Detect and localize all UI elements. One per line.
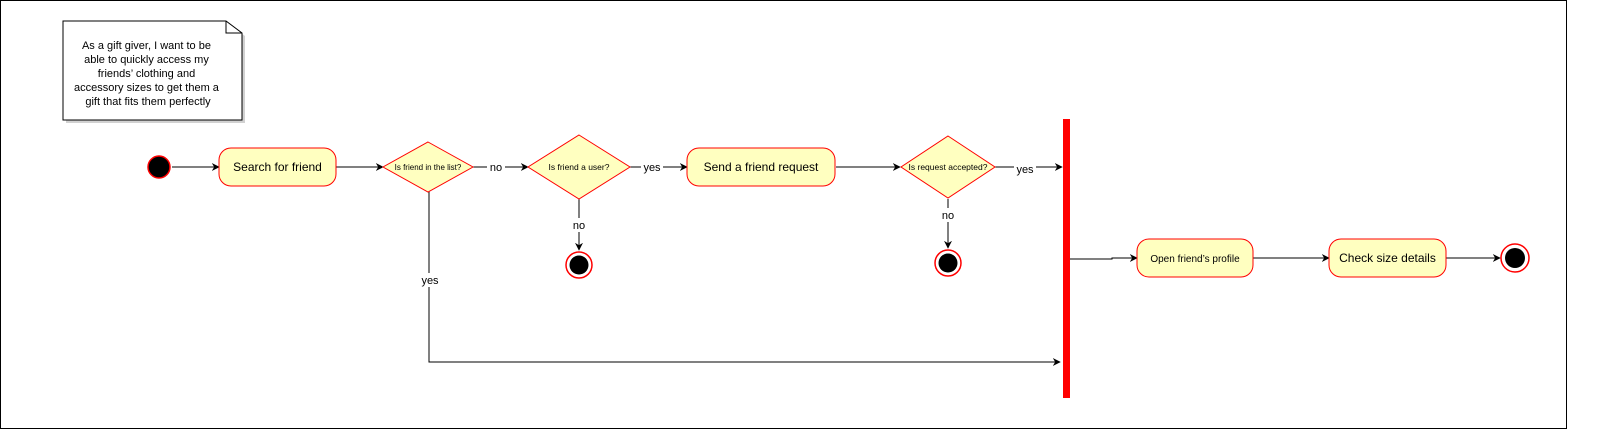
action-search-for-friend: Search for friend	[218, 147, 337, 187]
is-user-label: Is friend a user?	[549, 162, 610, 172]
edge-labels: no yes yes no yes no	[419, 160, 1036, 287]
join-bar	[1063, 119, 1070, 398]
send-request-label: Send a friend request	[704, 160, 819, 174]
note-line-1: As a gift giver, I want to be	[82, 40, 211, 52]
action-open-friends-profile: Open friend’s profile	[1136, 238, 1254, 278]
note-line-5: gift that fits them perfectly	[85, 96, 211, 108]
action-check-size-details: Check size details	[1328, 238, 1447, 278]
in-list-label: Is friend in the list?	[395, 163, 462, 172]
diagram-frame	[0, 0, 1567, 429]
label-accepted-no: no	[942, 210, 954, 222]
final-node-request-declined	[934, 249, 962, 277]
note-line-2: able to quickly access my	[84, 54, 209, 66]
search-label: Search for friend	[233, 160, 322, 174]
decision-is-request-accepted: Is request accepted?	[900, 135, 996, 199]
open-profile-label: Open friend’s profile	[1150, 254, 1240, 265]
note-line-3: friends’ clothing and	[98, 68, 195, 80]
label-in-list-no: no	[490, 162, 502, 174]
initial-node	[147, 155, 171, 179]
decision-is-friend-a-user: Is friend a user?	[527, 134, 631, 200]
edge-in-list-yes	[428, 190, 1061, 366]
final-node-not-a-user	[565, 251, 593, 279]
label-is-user-no: no	[573, 220, 585, 232]
check-size-label: Check size details	[1339, 251, 1436, 265]
decision-is-friend-in-list: Is friend in the list?	[381, 141, 475, 193]
final-node-end	[1500, 243, 1530, 273]
note-line-4: accessory sizes to get them a	[74, 82, 220, 94]
label-accepted-yes: yes	[1016, 164, 1034, 176]
action-send-friend-request: Send a friend request	[686, 147, 836, 187]
label-is-user-yes: yes	[643, 162, 661, 174]
edges	[172, 163, 1501, 366]
label-in-list-yes: yes	[421, 275, 439, 287]
user-story-note: As a gift giver, I want to be able to qu…	[62, 20, 245, 123]
accepted-label: Is request accepted?	[909, 162, 988, 172]
svg-text:As a gift giver, I want to be: As a gift giver, I want to be able to qu…	[74, 40, 222, 108]
edge-bar-to-profile	[1070, 254, 1138, 262]
